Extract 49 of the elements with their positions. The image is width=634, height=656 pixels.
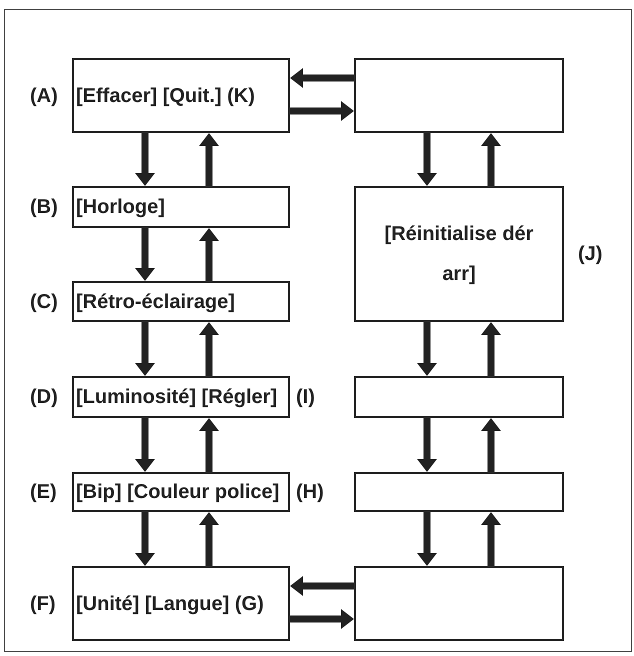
arrow: [199, 228, 219, 281]
arrow: [417, 512, 437, 566]
arrow: [481, 133, 501, 186]
item-letter: (I): [296, 385, 315, 409]
empty-box: [354, 376, 564, 418]
arrow: [290, 68, 354, 88]
arrow: [481, 512, 501, 566]
menu-label: [Effacer] [Quit.] (K): [76, 84, 255, 108]
arrow: [199, 512, 219, 566]
menu-box: [72, 281, 290, 322]
arrow: [135, 133, 155, 186]
menu-label: [Rétro-éclairage]: [76, 290, 235, 314]
arrow: [135, 418, 155, 472]
menu-box: [72, 472, 290, 512]
arrow: [135, 512, 155, 566]
arrow: [481, 418, 501, 472]
arrow: [290, 609, 354, 629]
arrow: [135, 322, 155, 376]
arrow: [135, 228, 155, 281]
item-letter: (F): [30, 592, 56, 616]
item-letter: (E): [30, 480, 57, 504]
menu-label: [Luminosité] [Régler]: [76, 385, 278, 409]
item-letter: (B): [30, 195, 58, 219]
menu-label: [Unité] [Langue] (G): [76, 592, 264, 616]
menu-box: [72, 58, 290, 133]
item-letter: (J): [578, 242, 602, 266]
item-letter: (H): [296, 480, 324, 504]
menu-box: [354, 186, 564, 322]
menu-label: [Horloge]: [76, 195, 165, 219]
item-letter: (A): [30, 84, 58, 108]
arrow: [199, 418, 219, 472]
arrow: [417, 418, 437, 472]
arrow: [199, 322, 219, 376]
menu-box: [72, 186, 290, 228]
menu-box: [72, 566, 290, 641]
arrow: [417, 133, 437, 186]
empty-box: [354, 58, 564, 133]
arrow: [199, 133, 219, 186]
menu-label: [Bip] [Couleur police]: [76, 480, 280, 504]
arrow: [481, 322, 501, 376]
item-letter: (C): [30, 290, 58, 314]
arrow: [290, 576, 354, 596]
arrow: [417, 322, 437, 376]
menu-label: [Réinitialise dér arr]: [384, 222, 534, 287]
empty-box: [354, 566, 564, 641]
empty-box: [354, 472, 564, 512]
menu-box: [72, 376, 290, 418]
arrow: [290, 101, 354, 121]
item-letter: (D): [30, 385, 58, 409]
